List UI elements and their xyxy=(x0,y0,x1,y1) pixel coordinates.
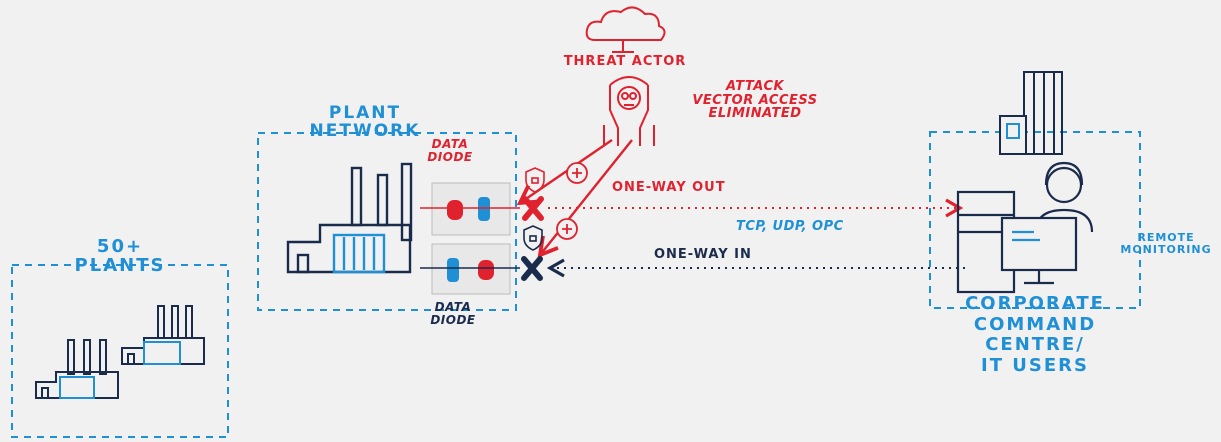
plants-label: 50+ PLANTS xyxy=(60,236,180,276)
cloud-icon xyxy=(585,6,666,53)
plants-group-box xyxy=(11,264,229,438)
plants-line-1: 50+ xyxy=(96,236,144,257)
threat-actor-label: THREAT ACTOR xyxy=(563,54,687,69)
one-way-out-label: ONE-WAY OUT xyxy=(612,180,726,195)
diode-device-icon xyxy=(420,243,520,295)
plant-network-line-2: NETWORK xyxy=(309,120,421,141)
plant-network-box xyxy=(257,132,517,311)
office-building-icon xyxy=(999,71,1063,155)
shield-lock-icon xyxy=(525,167,545,193)
diode-device-icon xyxy=(420,182,520,236)
data-diode-bottom-label: DATA DIODE xyxy=(418,301,488,326)
corporate-line-1: CORPORATE xyxy=(965,293,1105,314)
bug-icon xyxy=(556,218,578,240)
x-block-icon xyxy=(522,196,544,221)
plant-network-line-1: PLANT xyxy=(328,103,402,123)
factory-icon xyxy=(121,305,205,365)
remote-line-2: MONITORING xyxy=(1120,242,1212,256)
data-diode-top-line-2: DIODE xyxy=(427,149,473,164)
attack-line-1: ATTACK xyxy=(725,79,785,94)
remote-line-1: REMOTE xyxy=(1137,231,1195,244)
attack-line-3: ELIMINATED xyxy=(708,106,802,122)
x-block-icon xyxy=(521,256,543,281)
protocols-label: TCP, UDP, OPC xyxy=(736,219,844,234)
skull-hacker-icon xyxy=(603,76,655,146)
attack-line-2: VECTOR ACCESS xyxy=(692,92,818,108)
one-way-in-label: ONE-WAY IN xyxy=(654,247,752,262)
data-diode-bottom-line-2: DIODE xyxy=(430,312,476,327)
operator-workstation-icon xyxy=(956,161,1094,294)
bug-icon xyxy=(566,162,588,184)
data-diode-top-label: DATA DIODE xyxy=(420,138,480,163)
remote-monitoring-label: REMOTE MONITORING xyxy=(1116,232,1216,255)
factory-icon xyxy=(286,162,413,274)
attack-vector-label: ATTACK VECTOR ACCESS ELIMINATED xyxy=(680,80,830,121)
factory-icon xyxy=(35,339,119,399)
data-diode-bottom-line-1: DATA xyxy=(434,300,472,314)
corporate-line-4: IT USERS xyxy=(981,355,1089,377)
corporate-label: CORPORATE COMMAND CENTRE/ IT USERS xyxy=(945,293,1125,377)
plant-network-label: PLANT NETWORK xyxy=(290,103,440,141)
plants-line-2: PLANTS xyxy=(74,254,166,276)
corporate-line-2: COMMAND xyxy=(973,313,1097,335)
data-diode-top-line-1: DATA xyxy=(431,137,469,151)
corporate-line-3: CENTRE/ xyxy=(985,334,1085,356)
shield-lock-icon xyxy=(523,225,543,251)
